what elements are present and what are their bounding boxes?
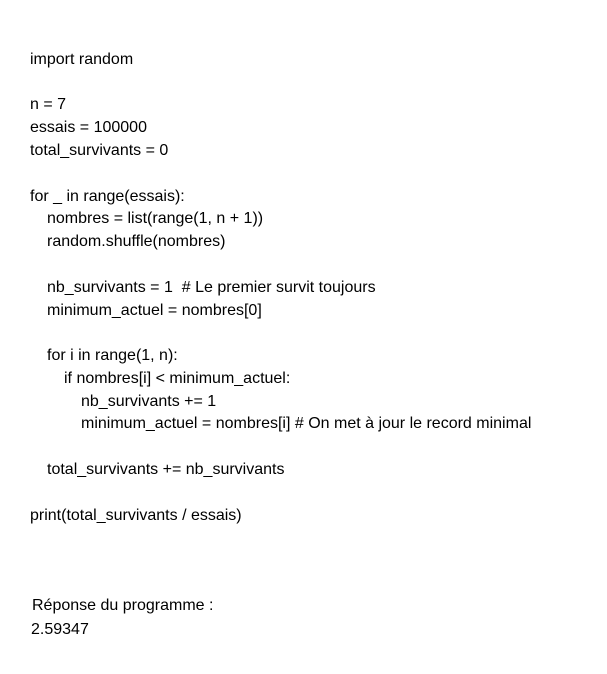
- code-line-nb-survivants: nb_survivants = 1 # Le premier survit to…: [47, 279, 376, 296]
- code-line-update-min: minimum_actuel = nombres[i] # On met à j…: [81, 415, 532, 432]
- code-line-if: if nombres[i] < minimum_actuel:: [64, 370, 291, 387]
- code-line-increment: nb_survivants += 1: [81, 393, 217, 410]
- code-line-shuffle: random.shuffle(nombres): [47, 233, 226, 250]
- code-line-n: n = 7: [30, 96, 67, 113]
- code-line-nombres: nombres = list(range(1, n + 1)): [47, 210, 264, 227]
- code-line-minimum-init: minimum_actuel = nombres[0]: [47, 302, 262, 319]
- code-line-import: import random: [30, 51, 134, 68]
- code-line-inner-for: for i in range(1, n):: [47, 347, 178, 364]
- code-line-print: print(total_survivants / essais): [30, 507, 242, 524]
- code-line-essais: essais = 100000: [30, 119, 147, 136]
- output-label: Réponse du programme :: [32, 597, 214, 614]
- code-line-accumulate: total_survivants += nb_survivants: [47, 461, 285, 478]
- code-line-for-loop: for _ in range(essais):: [30, 188, 185, 205]
- code-line-total-init: total_survivants = 0: [30, 142, 169, 159]
- output-value: 2.59347: [31, 621, 89, 638]
